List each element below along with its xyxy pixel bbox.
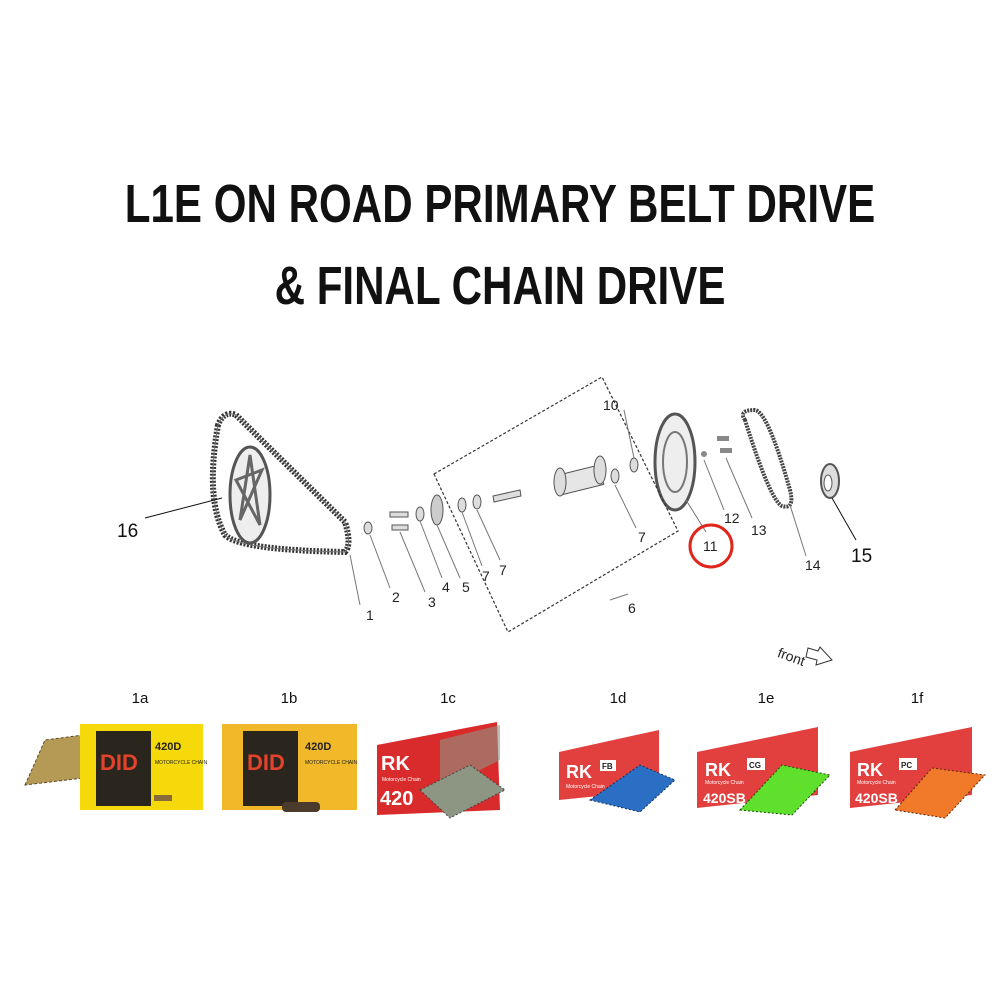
callout-14: 14 bbox=[805, 557, 821, 573]
product-label-1b: 1b bbox=[280, 690, 298, 707]
leader-lines bbox=[144, 409, 857, 606]
pulley-bolts bbox=[701, 436, 732, 457]
callout-6: 6 bbox=[628, 600, 636, 616]
highlight-circle bbox=[688, 523, 734, 569]
callout-15: 15 bbox=[851, 546, 872, 567]
callout-7b: 7 bbox=[499, 562, 507, 578]
arrow-icon bbox=[805, 646, 833, 666]
product-label-1c: 1c bbox=[440, 690, 456, 707]
hub-parts bbox=[363, 455, 639, 535]
callout-2: 2 bbox=[392, 589, 400, 605]
page-title-line-1: L1E ON ROAD PRIMARY BELT DRIVE bbox=[0, 172, 1000, 236]
drive-belt bbox=[741, 407, 794, 509]
callout-11: 11 bbox=[703, 538, 718, 554]
hub-assembly-outline bbox=[433, 376, 679, 633]
callout-3: 3 bbox=[428, 594, 436, 610]
rear-sprocket bbox=[228, 445, 272, 545]
callout-7c: 7 bbox=[638, 529, 646, 545]
callout-13: 13 bbox=[751, 522, 767, 538]
callout-labels: 16 1 2 3 4 5 7 7 6 7 10 11 12 13 14 15 bbox=[117, 397, 872, 623]
front-pulley bbox=[820, 463, 840, 499]
callout-1: 1 bbox=[366, 607, 374, 623]
page-title-line-2: & FINAL CHAIN DRIVE bbox=[0, 254, 1000, 318]
callout-16: 16 bbox=[117, 521, 138, 542]
callout-5: 5 bbox=[462, 579, 470, 595]
front-direction-indicator: front bbox=[776, 644, 833, 669]
callout-7a: 7 bbox=[482, 568, 490, 584]
product-label-1e: 1e bbox=[757, 690, 775, 707]
product-label-1f: 1f bbox=[910, 690, 924, 707]
front-label: front bbox=[776, 644, 808, 669]
callout-4: 4 bbox=[442, 579, 450, 595]
belt-pulley bbox=[653, 412, 697, 512]
title-text-2: & FINAL CHAIN DRIVE bbox=[274, 256, 726, 316]
callout-10: 10 bbox=[603, 397, 619, 413]
product-label-1a: 1a bbox=[131, 690, 149, 707]
callout-12: 12 bbox=[724, 510, 740, 526]
final-drive-chain bbox=[209, 410, 352, 556]
product-label-1d: 1d bbox=[609, 690, 627, 707]
title-text-1: L1E ON ROAD PRIMARY BELT DRIVE bbox=[124, 174, 876, 234]
